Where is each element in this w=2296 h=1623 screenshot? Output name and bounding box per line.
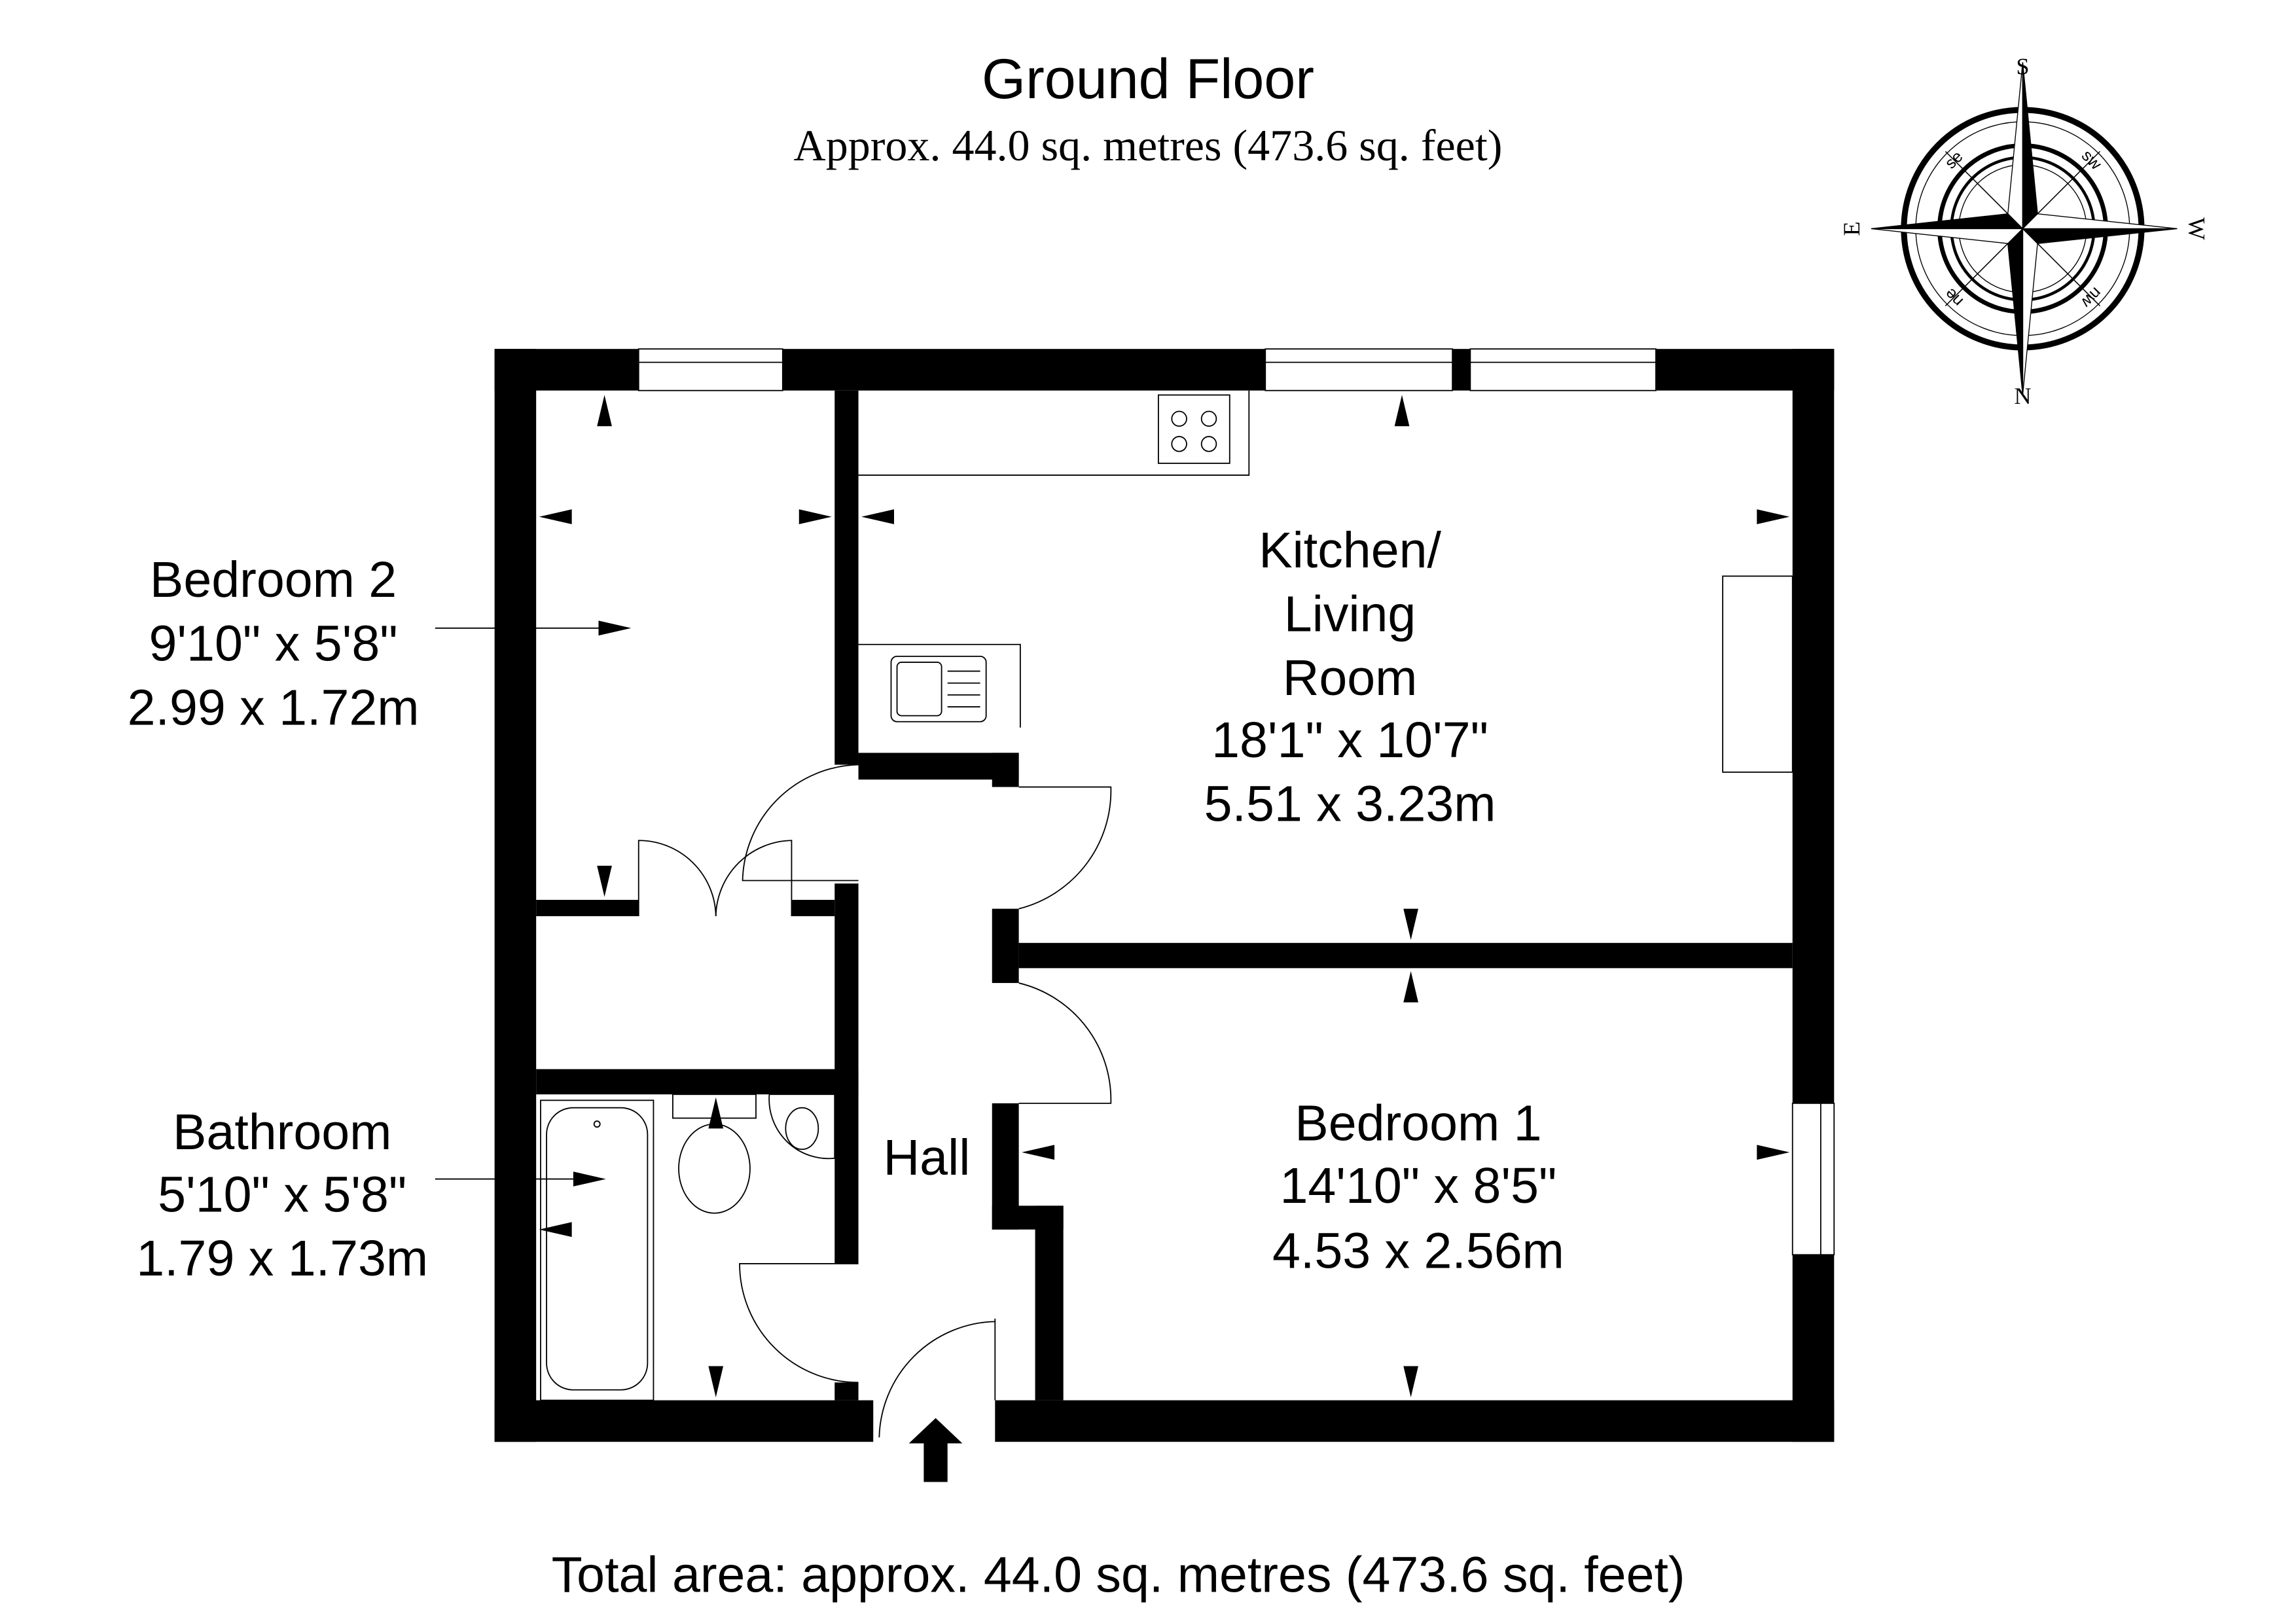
compass-label-n: N — [2014, 383, 2031, 409]
total-area: Total area: approx. 44.0 sq. metres (473… — [552, 1546, 1685, 1603]
room-metric: 2.99 x 1.72m — [128, 679, 420, 736]
windows — [637, 348, 1835, 1256]
room-metric: 1.79 x 1.73m — [136, 1230, 428, 1287]
room-kitchen-living: Kitchen/ Living Room 18'1" x 10'7" 5.51 … — [1204, 522, 1496, 832]
room-hall: Hall — [883, 1130, 970, 1186]
walls — [494, 349, 1835, 1442]
page-title: Ground Floor — [982, 48, 1314, 111]
sink-icon — [890, 655, 987, 722]
hob-icon — [1157, 394, 1230, 464]
room-bedroom-1: Bedroom 1 14'10" x 8'5" 4.53 x 2.56m — [1272, 1096, 1564, 1279]
page-subtitle: Approx. 44.0 sq. metres (473.6 sq. feet) — [794, 120, 1503, 170]
compass-label-s: S — [2016, 53, 2029, 79]
kitchen-fixtures — [858, 390, 1793, 773]
room-name-line2: Living — [1284, 586, 1416, 642]
room-name: Hall — [883, 1130, 970, 1186]
room-bathroom: Bathroom 5'10" x 5'8" 1.79 x 1.73m — [136, 1104, 428, 1287]
room-name: Bedroom 2 — [150, 552, 397, 608]
room-name-line1: Kitchen/ — [1259, 522, 1441, 579]
basin-icon — [768, 1094, 836, 1160]
compass-label-e: E — [1839, 221, 1865, 236]
room-imperial: 14'10" x 8'5" — [1280, 1158, 1556, 1214]
room-imperial: 18'1" x 10'7" — [1211, 712, 1488, 768]
room-name: Bedroom 1 — [1295, 1096, 1541, 1152]
entrance-arrow-icon — [908, 1418, 963, 1482]
room-metric: 5.51 x 3.23m — [1204, 776, 1496, 832]
bath-icon — [546, 1107, 649, 1391]
room-name-line3: Room — [1283, 650, 1418, 706]
compass-label-w: W — [2184, 217, 2210, 240]
bathroom-fixtures — [540, 1094, 836, 1401]
room-name: Bathroom — [173, 1104, 391, 1160]
compass-rose-icon: S N E W se sw nw ne — [1839, 53, 2210, 409]
room-imperial: 5'10" x 5'8" — [158, 1166, 406, 1222]
room-imperial: 9'10" x 5'8" — [149, 616, 398, 672]
fridge-icon — [1722, 575, 1793, 773]
dimension-arrows — [435, 395, 1790, 1398]
doors — [637, 764, 1112, 1438]
room-metric: 4.53 x 2.56m — [1272, 1223, 1564, 1279]
room-bedroom-2: Bedroom 2 9'10" x 5'8" 2.99 x 1.72m — [128, 552, 420, 736]
